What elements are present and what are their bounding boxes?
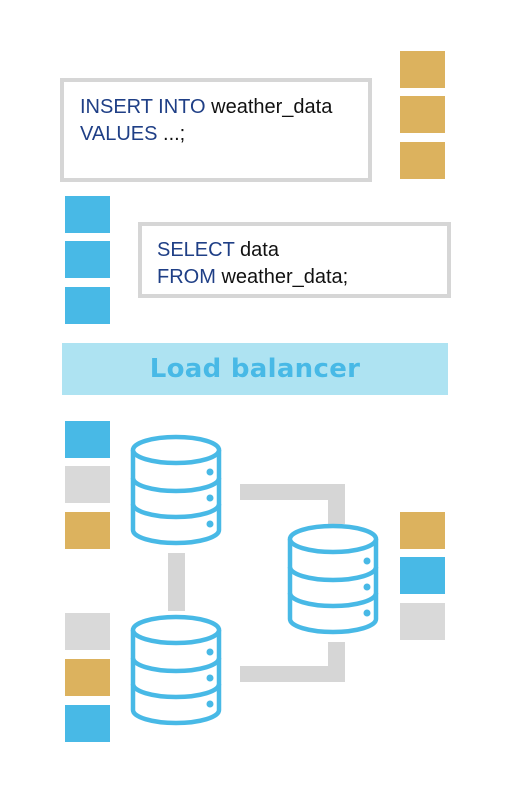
insert-line-2: VALUES ...;	[80, 121, 368, 148]
blue-data-block	[65, 287, 110, 324]
connector-left-vertical	[168, 553, 185, 611]
select-query-box: SELECT data FROM weather_data;	[138, 222, 451, 298]
database-icon	[287, 523, 379, 635]
table-name: weather_data	[205, 96, 333, 118]
values-ellipsis: ...;	[157, 123, 186, 145]
blue-data-block	[65, 705, 110, 742]
gold-data-block	[400, 96, 445, 133]
gray-data-block	[65, 613, 110, 650]
insert-line-1: INSERT INTO weather_data	[80, 94, 368, 121]
load-balancer-bar: Load balancer	[62, 343, 448, 395]
select-column: data	[234, 239, 279, 261]
database-icon	[130, 434, 222, 546]
load-balancer-label: Load balancer	[149, 354, 361, 384]
blue-data-block	[65, 421, 110, 458]
insert-query-box: INSERT INTO weather_data VALUES ...;	[60, 78, 372, 182]
connector-bottom-horizontal	[240, 666, 345, 682]
gold-data-block	[65, 512, 110, 549]
gray-data-block	[400, 603, 445, 640]
connector-top-vertical	[328, 484, 345, 524]
blue-data-block	[400, 557, 445, 594]
database-icon	[130, 614, 222, 726]
sql-keyword-from: FROM	[157, 266, 216, 288]
sql-keyword-values: VALUES	[80, 123, 158, 145]
blue-data-block	[65, 196, 110, 233]
gold-data-block	[400, 512, 445, 549]
gold-data-block	[400, 51, 445, 88]
gold-data-block	[65, 659, 110, 696]
sql-keyword-select: SELECT	[157, 239, 235, 261]
gray-data-block	[65, 466, 110, 503]
blue-data-block	[65, 241, 110, 278]
gold-data-block	[400, 142, 445, 179]
table-name: weather_data;	[215, 266, 349, 288]
sql-keyword-insert-into: INSERT INTO	[80, 96, 206, 118]
select-line-2: FROM weather_data;	[157, 264, 447, 291]
select-line-1: SELECT data	[157, 237, 447, 264]
connector-top-horizontal	[240, 484, 345, 500]
